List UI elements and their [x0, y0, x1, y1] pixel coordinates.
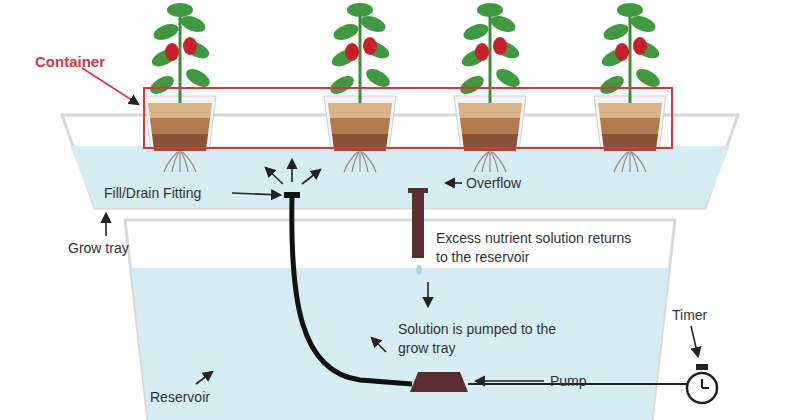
potted-plant-part: [148, 103, 212, 118]
potted-plant-part: [460, 118, 520, 134]
potted-plant-part: [615, 43, 629, 61]
potted-plant-part: [493, 37, 507, 55]
potted-plant-part: [617, 3, 643, 17]
potted-plant-part: [457, 72, 487, 97]
potted-plant-part: [150, 118, 210, 134]
potted-plant-part: [482, 150, 490, 172]
potted-plant-part: [347, 3, 373, 17]
part-label: Excess nutrient solution returns to the …: [436, 229, 641, 267]
potted-plant-part: [345, 43, 359, 61]
leader-arrows-part: [372, 338, 386, 352]
grow-tray-part: [62, 115, 738, 208]
potted-plant-part: [327, 72, 357, 97]
potted-plant-part: [629, 150, 630, 172]
potted-plant-part: [164, 150, 180, 172]
leader-arrows-part: [446, 182, 462, 184]
pump-part: [410, 372, 468, 392]
potted-plant-part: [477, 3, 503, 17]
container-outline: Container: [143, 87, 673, 149]
timer: [468, 364, 717, 403]
potted-plant-part: [461, 21, 490, 43]
potted-plant-part: [458, 103, 522, 118]
leader-arrows-part: [476, 380, 544, 382]
potted-plant-part: [622, 150, 630, 172]
potted-plant-part: [331, 21, 360, 43]
potted-plant-part: [183, 37, 197, 55]
leader-arrows-part: [232, 193, 280, 195]
leader-arrows-part: [291, 160, 293, 182]
potted-plant-part: [359, 12, 362, 103]
timer-part: [687, 373, 717, 403]
potted-plant-part: [144, 96, 216, 151]
potted-plant-part: [597, 72, 627, 97]
potted-plant-part: [614, 150, 630, 172]
overflow-pipe-part: [416, 265, 422, 275]
leader-arrows-part: [691, 326, 698, 356]
timer-part: [701, 379, 703, 388]
potted-plant-part: [454, 96, 526, 151]
leader-arrows-part: [427, 282, 429, 306]
potted-plant-part: [600, 118, 660, 134]
part-label: Timer: [672, 306, 707, 325]
potted-plant-part: [630, 150, 646, 172]
potted-plant-part: [352, 150, 360, 172]
potted-plant-part: [475, 43, 489, 61]
part-label: Overflow: [466, 174, 521, 193]
potted-plant-part: [601, 21, 630, 43]
potted-plant-part: [363, 37, 377, 55]
potted-plant-part: [594, 96, 666, 151]
potted-plant-part: [344, 150, 360, 172]
potted-plant-part: [180, 150, 196, 172]
potted-plant-part: [165, 43, 179, 61]
timer-part: [702, 387, 709, 389]
potted-plant-part: [179, 12, 182, 103]
potted-plant-part: [151, 21, 180, 43]
potted-plant-part: [359, 150, 360, 172]
leader-arrows-part: [196, 372, 212, 384]
overflow-pipe-part: [408, 188, 428, 193]
potted-plant-part: [167, 3, 193, 17]
container-label: Container: [35, 53, 105, 70]
hose-part: [284, 192, 300, 198]
grow-tray: [62, 115, 738, 208]
hose-part: [292, 196, 412, 384]
reservoir-tank: [125, 220, 675, 420]
pump: [410, 372, 468, 392]
leader-arrows-part: [82, 68, 138, 104]
overflow-pipe: [408, 188, 428, 275]
part-label: Fill/Drain Fitting: [104, 184, 201, 203]
potted-plant-part: [330, 118, 390, 134]
potted-plant-part: [489, 150, 490, 172]
grow-tray-part: [70, 146, 730, 208]
potted-plant-part: [598, 103, 662, 118]
overflow-pipe-part: [412, 188, 424, 258]
potted-plant-part: [629, 12, 632, 103]
leader-arrows-part: [266, 168, 283, 184]
part-label: Solution is pumped to the grow tray: [398, 320, 558, 358]
part-label: Pump: [550, 372, 587, 391]
reservoir-tank-part: [125, 220, 675, 420]
leader-arrows-part: [105, 214, 107, 236]
part-label: Grow tray: [68, 239, 129, 258]
potted-plant-part: [360, 150, 376, 172]
timer-part: [696, 364, 708, 370]
potted-plant-part: [179, 150, 180, 172]
leader-arrows: [82, 68, 698, 384]
reservoir-tank-part: [131, 268, 669, 420]
potted-plant-part: [147, 72, 177, 97]
potted-plant-part: [490, 150, 506, 172]
hose: [284, 192, 412, 384]
potted-plant-part: [489, 12, 492, 103]
potted-plant-part: [633, 37, 647, 55]
potted-plant-part: [328, 103, 392, 118]
potted-plant-part: [474, 150, 490, 172]
part-label: Reservoir: [150, 388, 210, 407]
potted-plant-part: [324, 96, 396, 151]
leader-arrows-part: [302, 170, 320, 184]
potted-plant-part: [172, 150, 180, 172]
